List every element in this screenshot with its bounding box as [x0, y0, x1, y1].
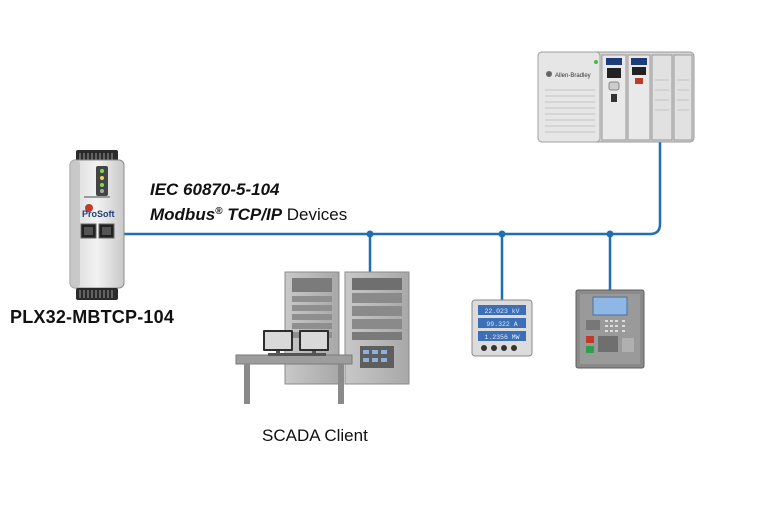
gateway-label: PLX32-MBTCP-104 — [10, 307, 175, 327]
meter-reading-3: 1.2356 MW — [484, 334, 519, 341]
plc-rack: Allen-Bradley — [537, 51, 695, 143]
node-relay — [606, 230, 614, 238]
meter-reading-1: 22.023 kV — [484, 308, 519, 315]
power-meter: 22.023 kV 99.322 A 1.2356 MW — [471, 299, 533, 357]
plc-brand: Allen-Bradley — [555, 73, 591, 79]
network-bus — [124, 142, 662, 300]
protocol-modbus-name: Modbus — [150, 205, 216, 224]
node-meter — [498, 230, 506, 238]
main-bus-line — [124, 142, 662, 236]
gateway-brand: ProSoft — [82, 209, 115, 219]
gateway-status-leds — [96, 166, 108, 196]
meter-reading-2: 99.322 A — [486, 321, 517, 328]
scada-monitor-right — [299, 330, 329, 356]
node-scada — [366, 230, 374, 238]
network-nodes — [366, 230, 614, 238]
protection-relay — [575, 289, 645, 369]
scada-client — [235, 271, 410, 404]
scada-desk-top — [235, 354, 353, 365]
plc-power-supply — [537, 51, 601, 143]
plc-io-module-2 — [673, 54, 693, 141]
protocol-label-iec104: IEC 60870-5-104 — [150, 180, 280, 199]
scada-client-label: SCADA Client — [262, 426, 368, 445]
prosoft-logo-icon — [85, 204, 93, 212]
scada-keyboard — [268, 353, 326, 356]
scada-monitor-left — [263, 330, 293, 356]
protocol-tcpip: TCP/IP — [222, 205, 283, 224]
registered-mark: ® — [215, 206, 223, 217]
gateway-device: ProSoft — [69, 150, 125, 300]
scada-desk-leg-right — [338, 364, 344, 404]
relay-display — [592, 296, 628, 316]
protocol-devices: Devices — [282, 205, 348, 224]
scada-desk-leg-left — [244, 364, 250, 404]
plc-io-module-1 — [651, 54, 673, 141]
protocol-label-modbus: Modbus® TCP/IP Devices — [150, 205, 347, 225]
plc-comm-module — [627, 54, 651, 141]
gateway-side-shade — [70, 160, 80, 288]
